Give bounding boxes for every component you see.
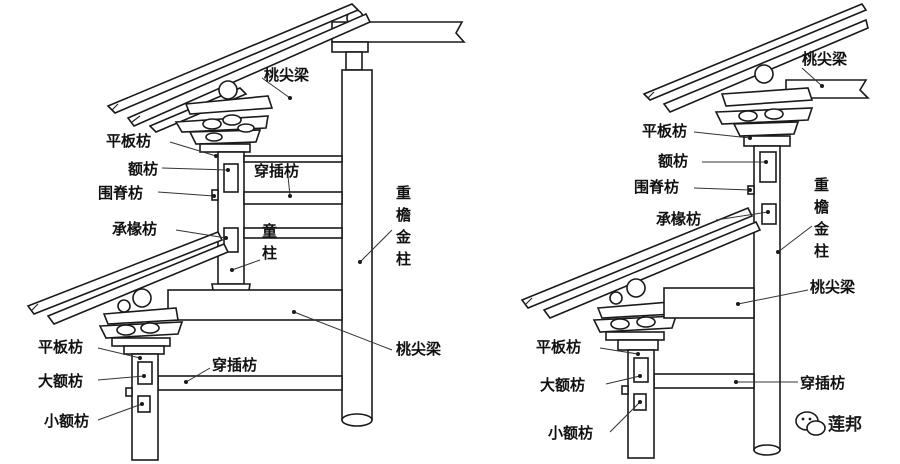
left-lower-column [125,353,159,461]
left-label-tiaojianliang-top: 桃尖梁 [264,66,310,84]
right-label-chongyan-2: 檐 [814,198,829,216]
left-label-pingbanfang-lower: 平板枋 [38,338,83,356]
right-label-weijifang: 围脊枋 [634,178,679,196]
right-label-xiaoefang: 小额枋 [548,424,593,442]
left-lower-rafters [26,230,230,325]
right-label-chongyan-3: 金 [813,220,830,238]
right-lower-bracket [592,278,678,351]
left-label-daefang: 大额枋 [38,372,83,390]
right-label-daefang: 大额枋 [540,376,585,394]
right-label-chuanchafang: 穿插枋 [800,374,845,392]
left-top-beam [331,9,466,71]
right-lower-column [621,349,655,459]
left-label-chongyan-2: 檐 [396,206,411,224]
right-lower-rafters [520,206,762,319]
left-upper-bracket [174,80,274,153]
left-label-pingbanfang-upper: 平板枋 [106,132,151,150]
right-upper-bracket [714,64,814,147]
watermark-text: 莲邦 [828,414,862,435]
right-label-chongyan-1: 重 [814,176,829,194]
left-label-tiaojianliang-bottom: 桃尖梁 [396,340,442,358]
left-label-efang: 额枋 [128,160,158,178]
left-diagram: 桃尖梁 平板枋 额枋 穿插枋 围脊枋 承椽枋 童 柱 重 檐 金 柱 桃尖梁 平… [26,3,466,461]
right-label-chongyan-4: 柱 [814,242,829,260]
left-lower-bracket [98,288,184,355]
left-label-chongyan-3: 金 [395,228,412,246]
left-main-column [341,69,373,427]
left-leaders [97,77,393,421]
left-label-weijifang: 围脊枋 [98,184,143,202]
right-diagram: 桃尖梁 平板枋 额枋 围脊枋 承椽枋 重 檐 金 柱 桃尖梁 平板枋 大额枋 穿… [520,3,870,459]
right-label-pingbanfang-upper: 平板枋 [642,122,687,140]
right-leaders [599,67,824,433]
left-label-chuanchafang-lower: 穿插枋 [212,356,257,374]
left-short-post [211,151,251,303]
left-upper-rafters [106,3,372,133]
right-label-pingbanfang-lower: 平板枋 [536,338,581,356]
wechat-icon [795,411,826,436]
left-label-tongzhu-2: 柱 [262,244,277,262]
left-label-xiaoefang: 小额枋 [44,412,89,430]
left-label-chongyan-1: 重 [396,184,411,202]
right-label-chengchuanfang: 承椽枋 [656,210,701,228]
right-tie-beams [653,287,755,389]
right-label-efang: 额枋 [658,152,688,170]
left-label-chongyan-4: 柱 [396,250,411,268]
watermark: 莲邦 [795,411,862,436]
right-label-tiaojianliang-top: 桃尖梁 [802,50,848,68]
left-tie-beams [157,155,343,391]
left-label-chuanchafang-upper: 穿插枋 [254,162,299,180]
right-label-tiaojianliang-mid: 桃尖梁 [810,278,856,296]
left-label-chengchuanfang: 承椽枋 [112,220,157,238]
left-label-tongzhu-1: 童 [262,222,277,240]
